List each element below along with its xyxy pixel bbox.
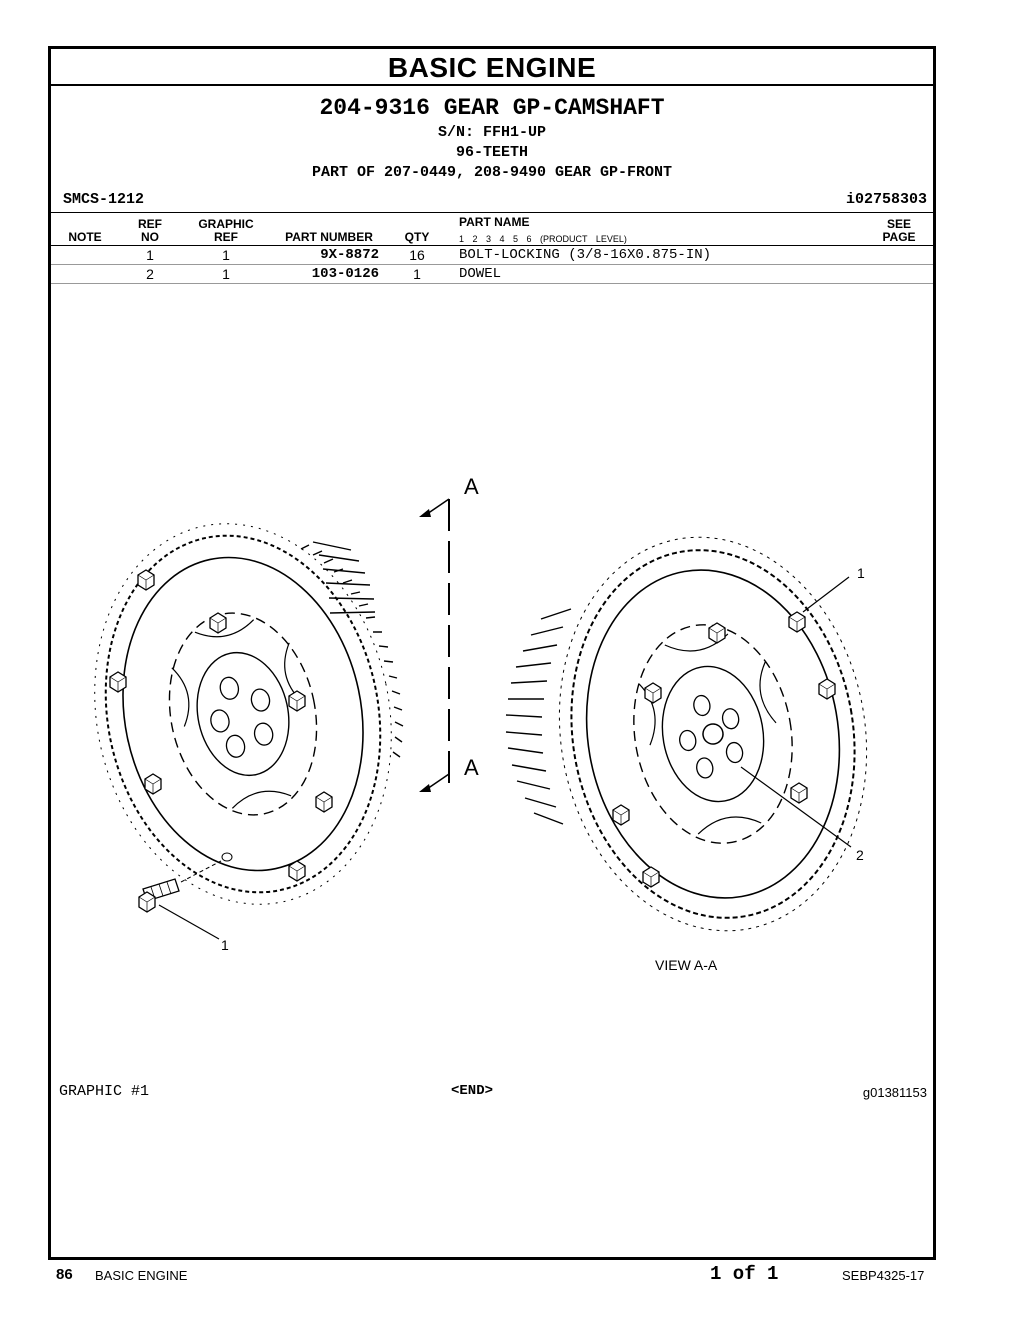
- row-qty: 1: [413, 266, 421, 282]
- graphic-label: GRAPHIC #1: [59, 1083, 150, 1100]
- col-part-number: PART NUMBER: [285, 230, 373, 244]
- row-graphic-ref: 1: [222, 266, 230, 282]
- row-ref-no: 1: [146, 247, 154, 263]
- col-graphic-ref-bottom: REF: [214, 230, 238, 244]
- loose-locking-bolt: [138, 852, 233, 913]
- page-section: BASIC ENGINE: [95, 1268, 188, 1283]
- part-of-line: PART OF 207-0449, 208-9490 GEAR GP-FRONT: [311, 164, 673, 181]
- left-gear-bolts: [109, 569, 333, 882]
- row-divider: [51, 264, 933, 265]
- row-part-name: BOLT-LOCKING (3/8-16X0.875-IN): [459, 247, 712, 263]
- right-gear-bolts: [612, 611, 836, 888]
- group-title: 204-9316 GEAR GP-CAMSHAFT: [319, 95, 665, 121]
- col-graphic-ref-top: GRAPHIC: [198, 217, 254, 231]
- left-gear-front-view: 1: [94, 523, 404, 953]
- view-label: VIEW A-A: [655, 957, 718, 973]
- col-see-page-bottom: PAGE: [882, 230, 916, 244]
- info-id: i02758303: [845, 191, 927, 208]
- col-see-page-top: SEE: [886, 217, 911, 231]
- camshaft-gear-illustration: 1 A A: [94, 474, 868, 973]
- row-part-number: 103-0126: [311, 266, 379, 282]
- serial-range: S/N: FFH1-UP: [437, 124, 547, 141]
- teeth-count: 96-TEETH: [455, 144, 528, 161]
- row-graphic-ref: 1: [222, 247, 230, 263]
- right-gear-rear-view: 1 2 VIEW A-A: [505, 536, 868, 973]
- page-of: 1 of 1: [710, 1263, 779, 1285]
- parts-page-frame: BASIC ENGINE 204-9316 GEAR GP-CAMSHAFT S…: [48, 46, 936, 1260]
- callout-right-bolt: 1: [857, 565, 865, 581]
- row-part-name: DOWEL: [459, 266, 502, 282]
- product-level-labels: 1 2 3 4 5 6 (PRODUCT LEVEL): [459, 234, 627, 244]
- doc-id: SEBP4325-17: [842, 1268, 925, 1283]
- col-part-name: PART NAME: [459, 215, 530, 229]
- section-title: BASIC ENGINE: [51, 49, 933, 86]
- section-label-bottom: A: [464, 755, 479, 780]
- section-line-a-a: A A: [419, 474, 479, 792]
- leader-line-right-bolt: [802, 576, 850, 613]
- row-part-number: 9X-8872: [320, 247, 379, 263]
- section-label-top: A: [464, 474, 479, 499]
- callout-left-bolt: 1: [221, 937, 229, 953]
- smcs-code: SMCS-1212: [63, 191, 145, 208]
- row-ref-no: 2: [146, 266, 154, 282]
- page-number: 86: [56, 1266, 73, 1283]
- col-ref-no-top: REF: [138, 217, 162, 231]
- col-ref-no-bottom: NO: [141, 230, 159, 244]
- header-bottom-rule: [51, 245, 933, 246]
- end-marker: <END>: [451, 1083, 494, 1099]
- leader-line-left-bolt: [158, 904, 220, 940]
- header-top-rule: [51, 212, 933, 213]
- col-note: NOTE: [68, 230, 102, 244]
- leader-line-dowel: [740, 766, 852, 848]
- callout-dowel: 2: [856, 847, 864, 863]
- col-qty: QTY: [404, 230, 430, 244]
- row-divider: [51, 283, 933, 284]
- graphic-id: g01381153: [862, 1085, 927, 1100]
- row-qty: 16: [409, 247, 425, 263]
